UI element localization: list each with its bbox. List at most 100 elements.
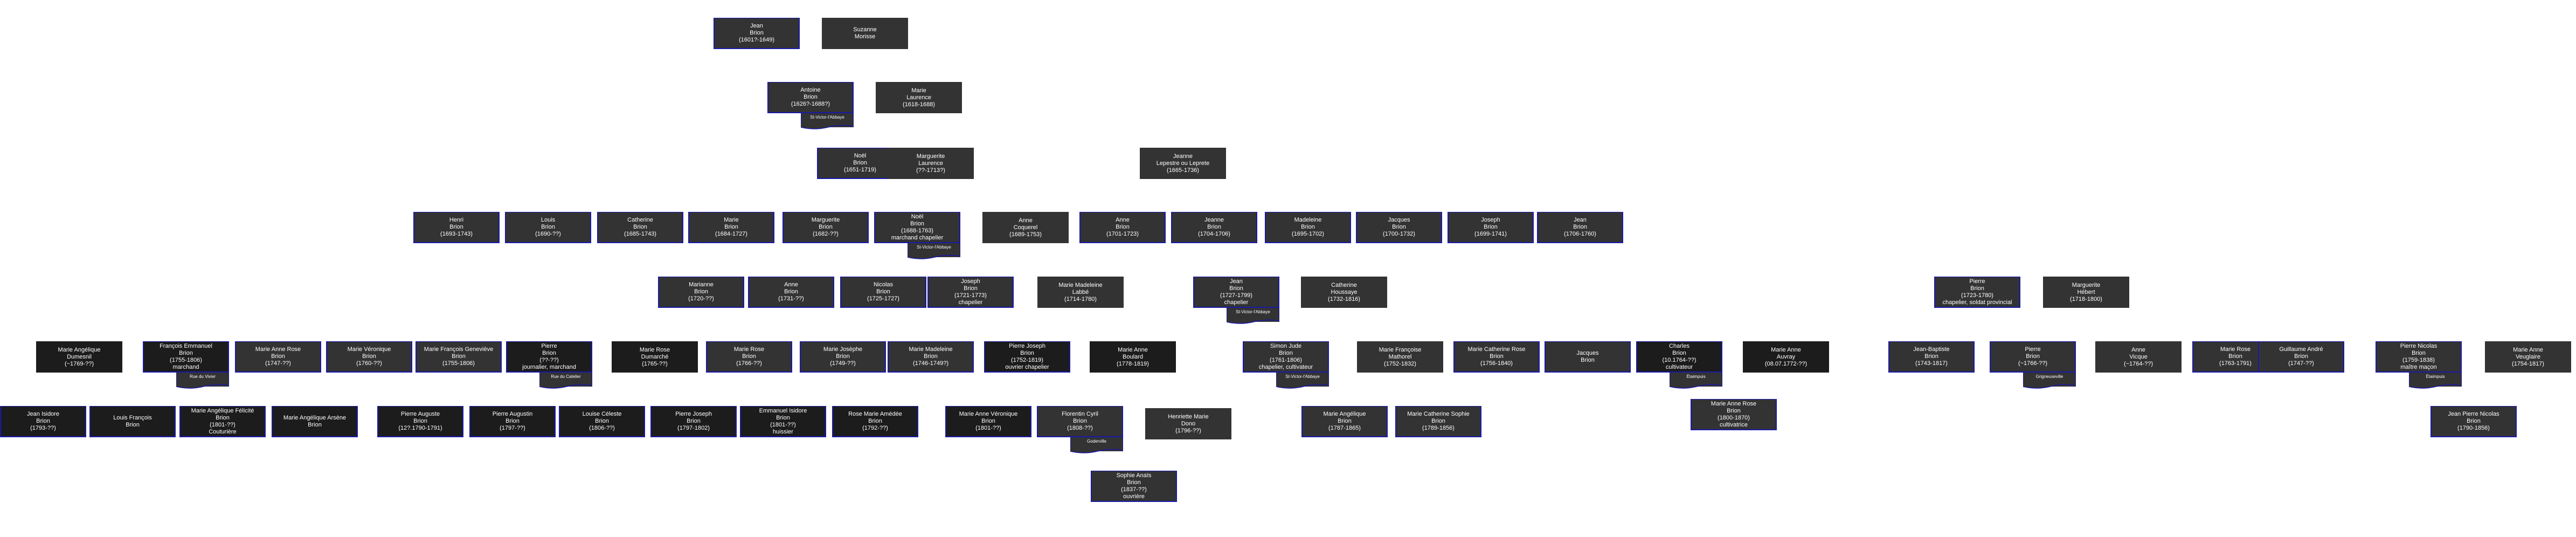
person-given-name: Simon Jude: [1270, 342, 1302, 349]
person-given-name: Catherine: [1331, 281, 1357, 288]
person-given-name: Pierre Auguste: [400, 411, 440, 417]
place-label: Étaimpuis: [1686, 374, 1706, 379]
person-given-name: Marguerite: [2072, 281, 2101, 288]
person-given-name: Sophie Anaïs: [1116, 472, 1152, 479]
person-dates: (1725-1727): [867, 295, 899, 302]
person-dates: (1806-??): [589, 425, 615, 431]
person-surname: Brion: [924, 353, 938, 360]
person-dates: (??-??): [539, 356, 559, 363]
person-given-name: Rose Marie Amédée: [848, 411, 902, 417]
person-occupation: chapelier, cultivateur: [1258, 363, 1313, 370]
person-given-name: Louis: [541, 217, 556, 223]
place-label: Grigneuseville: [2035, 374, 2063, 379]
person-surname: Brion: [126, 421, 140, 428]
person-given-name: Madeleine: [1294, 217, 1322, 223]
person-dates: (1789-1856): [1422, 425, 1455, 431]
person-dates: (1801-??): [770, 421, 796, 428]
wave-edge-icon: [1670, 383, 1722, 389]
person-surname: Brion: [1924, 353, 1938, 360]
person-given-name: Jean: [1574, 217, 1587, 223]
person-surname: Brion: [1116, 224, 1130, 230]
person-dates: (1796-??): [1175, 427, 1201, 434]
person-given-name: François Emmanuel: [160, 342, 212, 349]
person-dates: (1685-1743): [624, 231, 656, 237]
person-dates: (12?.1790-1791): [398, 425, 442, 431]
person-given-name: Marguerite: [811, 217, 840, 223]
person-surname: Dumarché: [641, 353, 669, 360]
person-dates: (1790-1856): [2457, 425, 2490, 431]
person-surname: Brion: [1490, 353, 1504, 360]
